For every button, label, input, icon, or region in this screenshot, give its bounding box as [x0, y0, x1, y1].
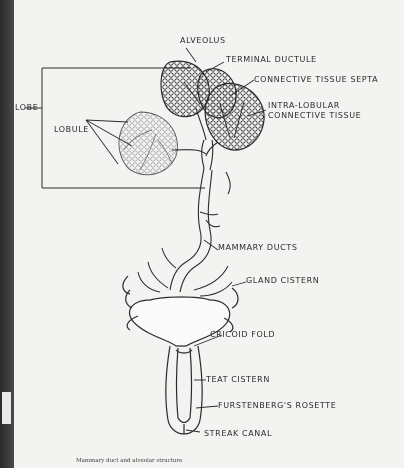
label-furstenbergs-rosette: FURSTENBERG'S ROSETTE: [218, 401, 336, 410]
diagram-sheet: ALVEOLUS TERMINAL DUCTULE CONNECTIVE TIS…: [14, 0, 404, 468]
figure-caption: Mammary duct and alveolar structure: [76, 458, 182, 464]
label-cricoid-fold: CRICOID FOLD: [210, 330, 275, 339]
main-duct: [170, 168, 220, 292]
label-terminal-ductule: TERMINAL DUCTULE: [226, 55, 317, 64]
mammary-duct-branches: [138, 248, 232, 296]
teat: [166, 346, 202, 434]
label-gland-cistern: GLAND CISTERN: [246, 276, 319, 285]
scan-edge-mark: [2, 392, 11, 424]
udder-anatomy-illustration: [14, 0, 404, 468]
label-teat-cistern: TEAT CISTERN: [206, 375, 270, 384]
label-mammary-ducts: MAMMARY DUCTS: [218, 243, 298, 252]
label-alveolus: ALVEOLUS: [180, 36, 226, 45]
label-connective-tissue-septa: CONNECTIVE TISSUE SEPTA: [254, 75, 378, 84]
label-intra-lobular-line1: INTRA-LOBULAR: [268, 101, 340, 110]
label-lobe: LOBE: [15, 103, 38, 112]
label-streak-canal: STREAK CANAL: [204, 429, 272, 438]
label-intra-lobular-line2: CONNECTIVE TISSUE: [268, 111, 361, 120]
label-lobule: LOBULE: [54, 125, 89, 134]
